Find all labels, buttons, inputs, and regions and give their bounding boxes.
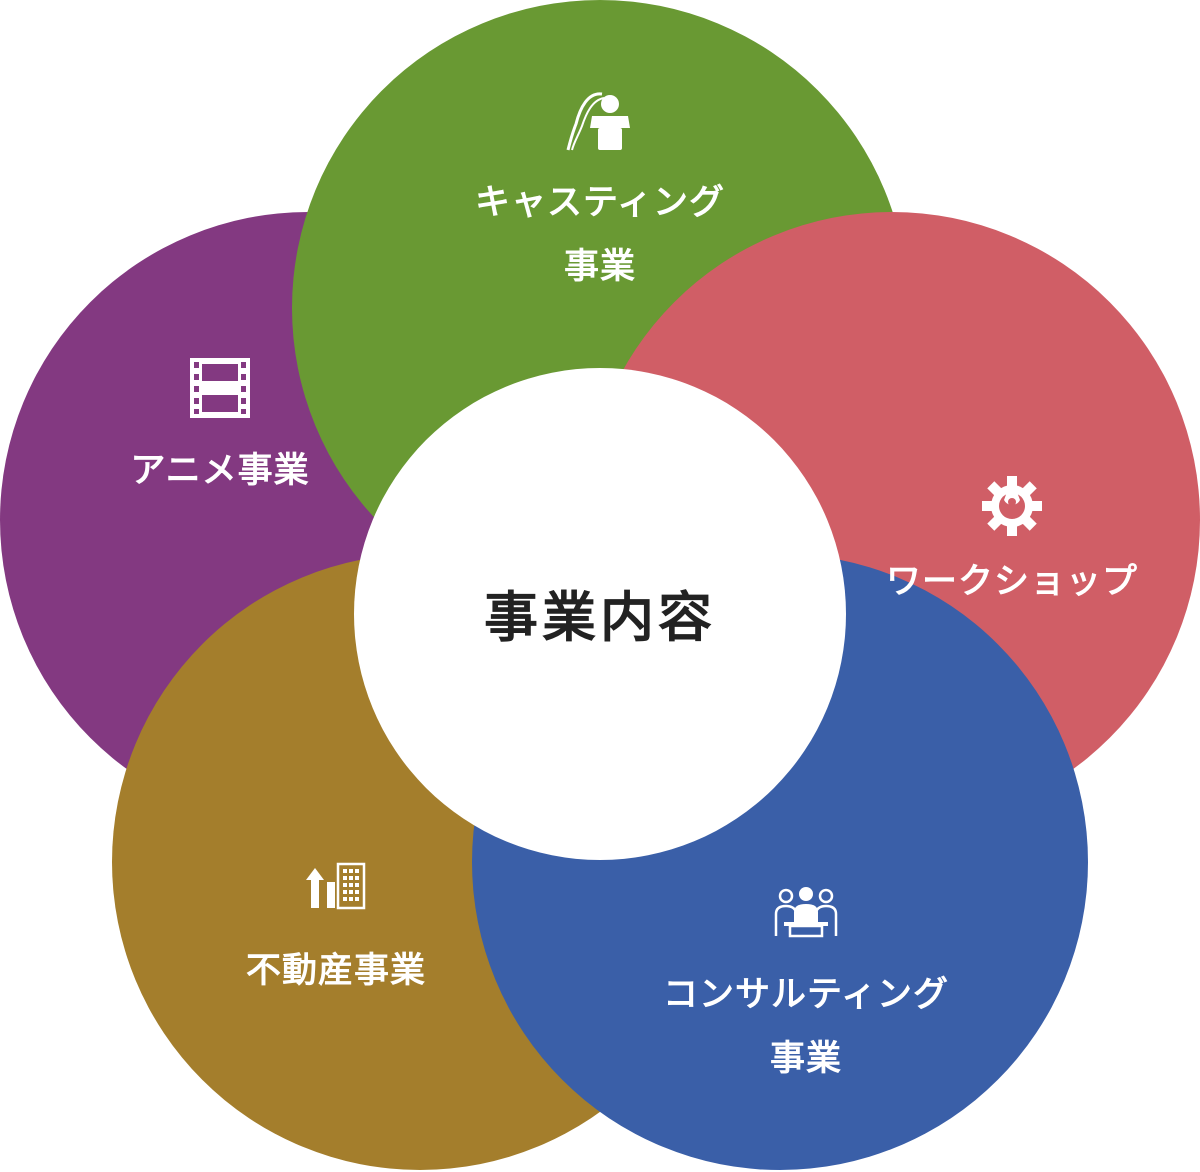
building-growth-icon [306, 862, 366, 910]
consulting-label-line2: 事業 [770, 1039, 842, 1079]
casting-label-line1: キャスティング [475, 183, 725, 223]
anime-label: アニメ事業 [130, 451, 309, 491]
meeting-people-icon [774, 887, 838, 938]
microphone-icon [566, 92, 630, 151]
consulting-label-line1: コンサルティング [663, 975, 949, 1015]
film-strip-icon [190, 358, 250, 418]
center-circle [354, 368, 846, 860]
casting-label-line2: 事業 [564, 247, 636, 287]
center-title: 事業内容 [484, 586, 716, 649]
realestate-label: 不動産事業 [246, 951, 426, 991]
workshop-label: ワークショップ [886, 562, 1138, 602]
gear-wrench-icon [982, 476, 1042, 536]
